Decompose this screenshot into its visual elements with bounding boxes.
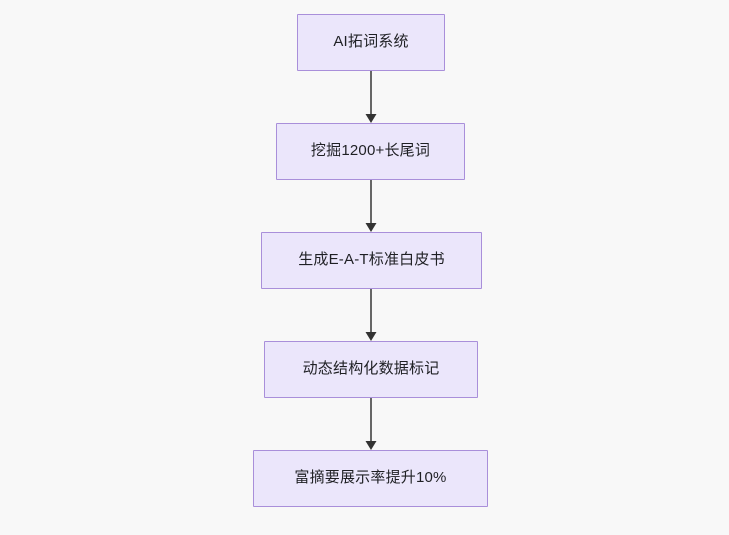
flow-edge-edge2-arrowhead-icon (365, 223, 377, 232)
flow-node-label: AI拓词系统 (333, 33, 409, 51)
flow-edge-edge4-arrowhead-icon (365, 441, 377, 450)
flow-node-node5[interactable]: 富摘要展示率提升10% (253, 450, 488, 507)
flow-node-label: 动态结构化数据标记 (302, 360, 440, 378)
flow-edge-edge3-arrowhead-icon (365, 332, 377, 341)
flow-node-node2[interactable]: 挖掘1200+长尾词 (276, 123, 465, 180)
flow-node-label: 挖掘1200+长尾词 (310, 142, 431, 160)
flow-node-label: 富摘要展示率提升10% (294, 469, 447, 487)
flow-node-node4[interactable]: 动态结构化数据标记 (264, 341, 478, 398)
flow-node-label: 生成E-A-T标准白皮书 (298, 251, 445, 269)
flow-edge-edge1-arrowhead-icon (365, 114, 377, 123)
flow-node-node3[interactable]: 生成E-A-T标准白皮书 (261, 232, 482, 289)
flow-node-node1[interactable]: AI拓词系统 (297, 14, 445, 71)
